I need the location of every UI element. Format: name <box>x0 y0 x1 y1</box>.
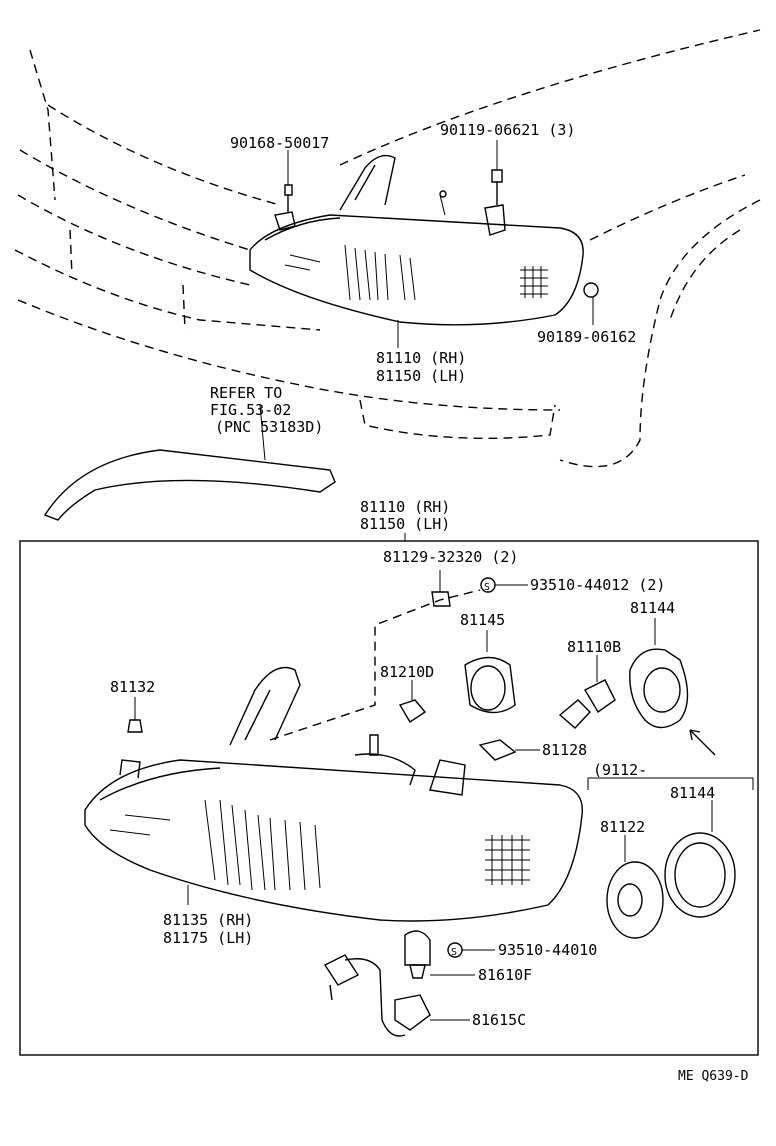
label-81144-upper: 81144 <box>630 599 675 617</box>
label-81610f: 81610F <box>478 966 532 984</box>
diagram-ref-code: ME Q639-D <box>678 1069 749 1084</box>
label-93510-44012: 93510-44012 (2) <box>530 576 665 594</box>
screw-93510-44012: S <box>480 577 528 593</box>
label-81129: 81129-32320 (2) <box>383 548 518 566</box>
bracket-81128 <box>478 739 540 761</box>
bumper-strip <box>43 404 336 521</box>
retainer-81144-lower <box>664 800 736 918</box>
retainer-81144-upper <box>629 618 716 756</box>
seal-81122 <box>606 835 664 939</box>
headlamp-assembly-exploded <box>84 589 584 922</box>
label-81128: 81128 <box>542 741 587 759</box>
label-lens-lh: 81175 (LH) <box>163 929 253 947</box>
label-refer-to: REFER TO <box>210 384 282 402</box>
label-lens-rh: 81135 (RH) <box>163 911 253 929</box>
s-mark-a: S <box>484 582 490 593</box>
label-81144-lower: 81144 <box>670 784 715 802</box>
headlamp-assembly-top <box>249 140 599 348</box>
label-81122: 81122 <box>600 818 645 836</box>
label-90189: 90189-06162 <box>537 328 636 346</box>
label-refer-pnc: (PNC 53183D) <box>215 418 323 436</box>
socket-81145 <box>464 630 516 714</box>
label-top-rh: 81110 (RH) <box>376 349 466 367</box>
label-box-lh: 81150 (LH) <box>360 515 450 533</box>
label-81615c: 81615C <box>472 1011 526 1029</box>
label-90119: 90119-06621 (3) <box>440 121 575 139</box>
bulb-81110b <box>558 655 616 729</box>
wiring-socket: S <box>323 930 495 1037</box>
label-refer-fig: FIG.53-02 <box>210 401 291 419</box>
label-81132: 81132 <box>110 678 155 696</box>
group-bracket-9112 <box>587 777 754 790</box>
bulb-81210d <box>398 680 427 723</box>
clip-81129 <box>431 570 451 607</box>
vehicle-body-outline <box>14 29 761 468</box>
label-90168: 90168-50017 <box>230 134 329 152</box>
label-81210d: 81210D <box>380 663 434 681</box>
label-top-lh: 81150 (LH) <box>376 367 466 385</box>
label-9112: (9112- <box>593 761 647 779</box>
label-81110b: 81110B <box>567 638 621 656</box>
label-box-rh: 81110 (RH) <box>360 498 450 516</box>
clip-81132 <box>127 697 143 733</box>
label-93510-44010: 93510-44010 <box>498 941 597 959</box>
exploded-view-box <box>19 540 759 1056</box>
label-81145: 81145 <box>460 611 505 629</box>
s-mark-b: S <box>451 947 457 958</box>
